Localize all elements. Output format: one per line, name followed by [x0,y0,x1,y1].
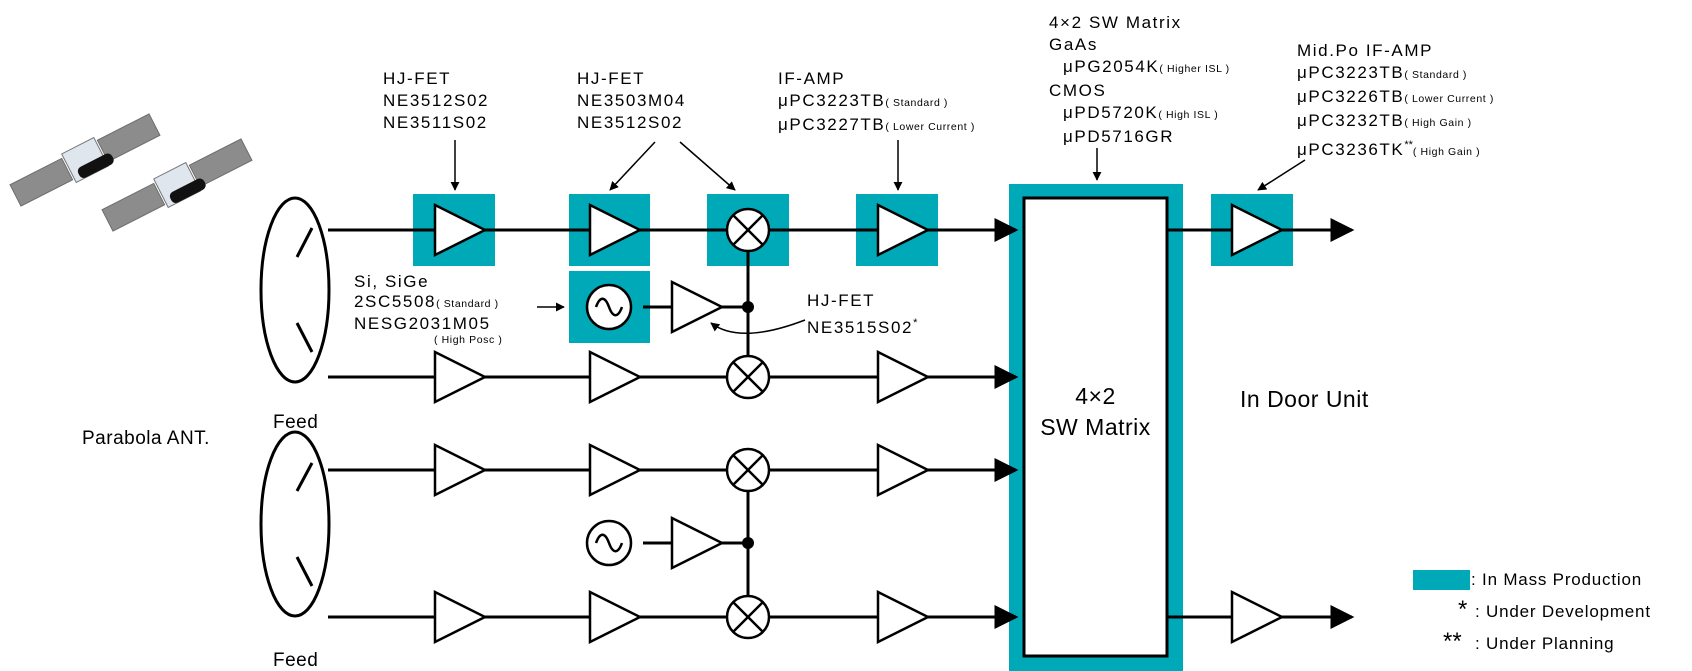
legend-swatch-mass-production [1413,570,1470,590]
legend-under-development: : Under Development [1475,602,1651,621]
sine-oscillator-icons [585,283,633,567]
midpo-ifamp-label: Mid.Po IF-AMP μPC3223TB( Standard ) μPC3… [1297,41,1494,159]
legend-mass-production: : In Mass Production [1471,570,1642,589]
sw-matrix-center-label: 4×2 SW Matrix [1040,383,1151,440]
satellite-pair-icon [9,113,253,232]
indoor-unit-label: In Door Unit [1240,386,1369,412]
legend-dev-mark: * [1458,596,1468,623]
feed-label-lower: Feed [273,650,319,671]
feed-label-upper: Feed [273,412,319,433]
oscillator-label: Si, SiGe 2SC5508( Standard ) NESG2031M05… [354,272,503,346]
antenna-label: Parabola ANT. [82,428,210,449]
parabola-antenna-upper [259,196,331,384]
mixer-x-icons [725,207,771,640]
legend-under-planning: : Under Planning [1475,634,1615,653]
sw-matrix-core [1022,196,1169,658]
sw-matrix-label: 4×2 SW Matrix GaAs μPG2054K( Higher ISL … [1049,13,1230,146]
legend-plan-mark: ** [1443,628,1462,655]
hjfet-lna-label: HJ-FET NE3512S02 NE3511S02 [383,69,490,132]
hjfet-buffer-label: HJ-FET NE3515S02* [807,291,918,337]
parabola-antenna-lower [259,430,331,618]
ifamp-label: IF-AMP μPC3223TB( Standard ) μPC3227TB( … [778,69,975,134]
amplifier-icons [433,202,1285,645]
hjfet-amp2-label: HJ-FET NE3503M04 NE3512S02 [577,69,686,132]
